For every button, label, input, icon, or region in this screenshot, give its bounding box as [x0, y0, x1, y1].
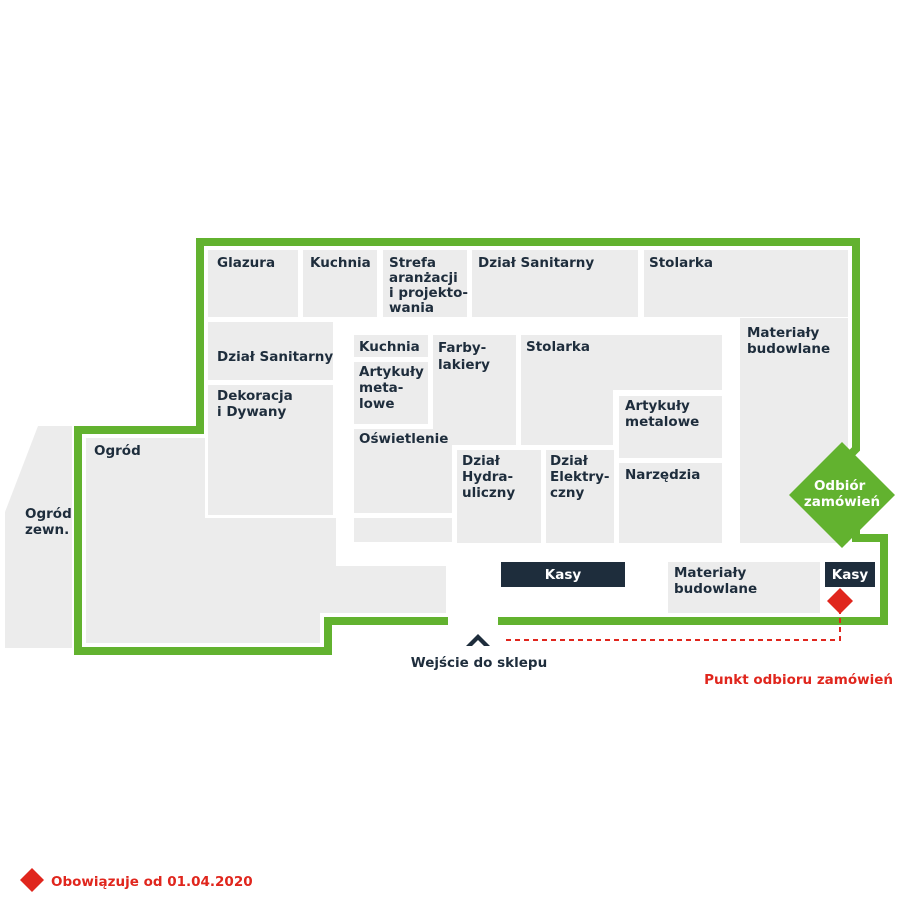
label-dekoracja: Dekoracja i Dywany [217, 388, 297, 420]
label-kasy-right: Kasy [832, 567, 869, 583]
label-kuchnia-mid: Kuchnia [359, 339, 420, 355]
zone-glazura [208, 250, 298, 317]
label-artykuly-left: Artykuły meta- lowe [359, 364, 428, 412]
outdoor-garden-area [5, 426, 72, 648]
zone-kuchnia-top [303, 250, 377, 317]
pickup-badge-label: Odbiór zamówień [804, 478, 880, 510]
label-dzial-sanitarny-left: Dział Sanitarny [217, 349, 333, 365]
pickup-point-label: Punkt odbioru zamówień [704, 672, 893, 688]
zone-strefa-aranzacji [383, 250, 467, 317]
entrance-gap [448, 614, 498, 626]
zone-dekoracja [208, 385, 333, 515]
pickup-route [506, 612, 841, 641]
label-oswietlenie: Oświetlenie [359, 431, 448, 447]
zone-dzial-sanitarny-left [208, 322, 333, 380]
zone-stolarka-mid-lower [521, 390, 613, 445]
zone-hydraulika [457, 450, 541, 543]
zone-dzial-sanitarny-top [472, 250, 638, 317]
label-hydraulika: Dział Hydra- uliczny [462, 453, 518, 501]
label-materialy-bottom: Materiały budowlane [674, 565, 757, 597]
zone-artykuly-left [354, 362, 428, 424]
red-diamond-icon [20, 868, 44, 892]
chevron-up-icon [466, 634, 490, 646]
label-artykuly-right: Artykuły metalowe [625, 398, 699, 430]
zone-oswietlenie-lower [354, 518, 452, 542]
label-materialy-right: Materiały budowlane [747, 325, 830, 357]
label-farby: Farby- lakiery [438, 340, 491, 373]
label-dzial-sanitarny-top: Dział Sanitarny [478, 255, 594, 271]
legend-text: Obowiązuje od 01.04.2020 [51, 874, 253, 890]
label-narzedzia: Narzędzia [625, 467, 700, 483]
pickup-badge [789, 442, 895, 548]
label-stolarka-mid: Stolarka [526, 339, 590, 355]
zone-elektryka [546, 450, 614, 543]
checkout-right [825, 562, 875, 587]
zone-stolarka-top [644, 250, 848, 317]
zone-materialy-bottom [668, 562, 820, 613]
entrance-label: Wejście do sklepu [411, 655, 547, 671]
zone-narzedzia [619, 463, 722, 543]
label-glazura: Glazura [217, 255, 275, 271]
label-elektryka: Dział Elektry- czny [550, 453, 614, 501]
label-strefa-aranzacji: Strefa aranżacji i projekto- wania [389, 255, 473, 316]
zone-ogrod [86, 438, 446, 643]
zone-kuchnia-mid [354, 335, 428, 357]
label-ogrod: Ogród [94, 443, 141, 459]
label-kasy-main: Kasy [545, 567, 582, 583]
label-kuchnia-top: Kuchnia [310, 255, 371, 271]
label-stolarka-top: Stolarka [649, 255, 713, 271]
label-ogrod-zewn: Ogród zewn. [25, 506, 76, 538]
zone-artykuly-right [619, 396, 722, 458]
checkout-main [501, 562, 625, 587]
zone-farby [433, 335, 516, 445]
red-diamond-icon [827, 588, 853, 614]
zone-oswietlenie [354, 429, 452, 513]
zone-stolarka-mid [521, 335, 722, 390]
